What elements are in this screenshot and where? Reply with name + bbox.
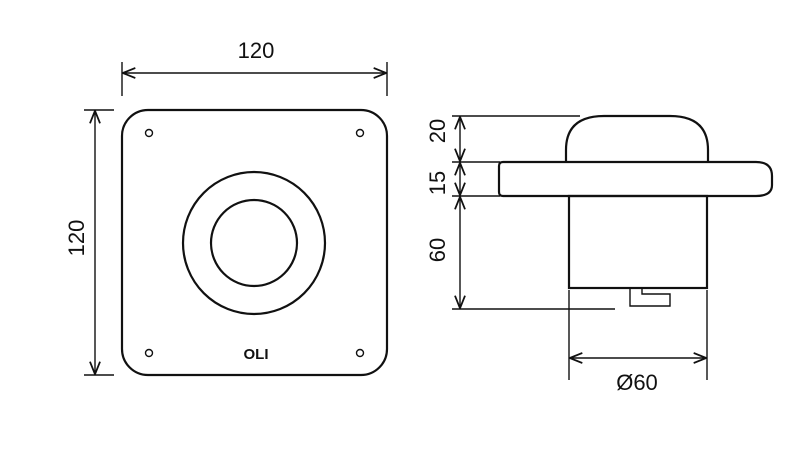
outlet-pipe — [629, 288, 671, 307]
outer-ring — [181, 170, 327, 316]
body — [567, 194, 709, 290]
cap-dimension-label: 20 — [425, 119, 450, 143]
side-view: 20 15 60 Ø60 — [425, 114, 774, 395]
diameter-dimension-label: Ø60 — [616, 370, 658, 395]
screw-hole-bottom-left — [144, 348, 154, 358]
body-dimension-label: 60 — [425, 238, 450, 262]
height-dimension-label: 120 — [64, 220, 89, 257]
screw-hole-top-left — [144, 128, 154, 138]
oli-logo: OLI — [244, 346, 269, 363]
screw-hole-bottom-right — [355, 348, 365, 358]
screw-hole-top-right — [355, 128, 365, 138]
square-plate — [120, 108, 389, 377]
inner-ring — [209, 198, 299, 288]
width-dimension-label: 120 — [238, 38, 275, 63]
top-cap — [564, 114, 710, 162]
flange — [497, 160, 774, 198]
flange-dimension-label: 15 — [425, 171, 450, 195]
front-view: 120 120 OLI — [64, 38, 389, 377]
